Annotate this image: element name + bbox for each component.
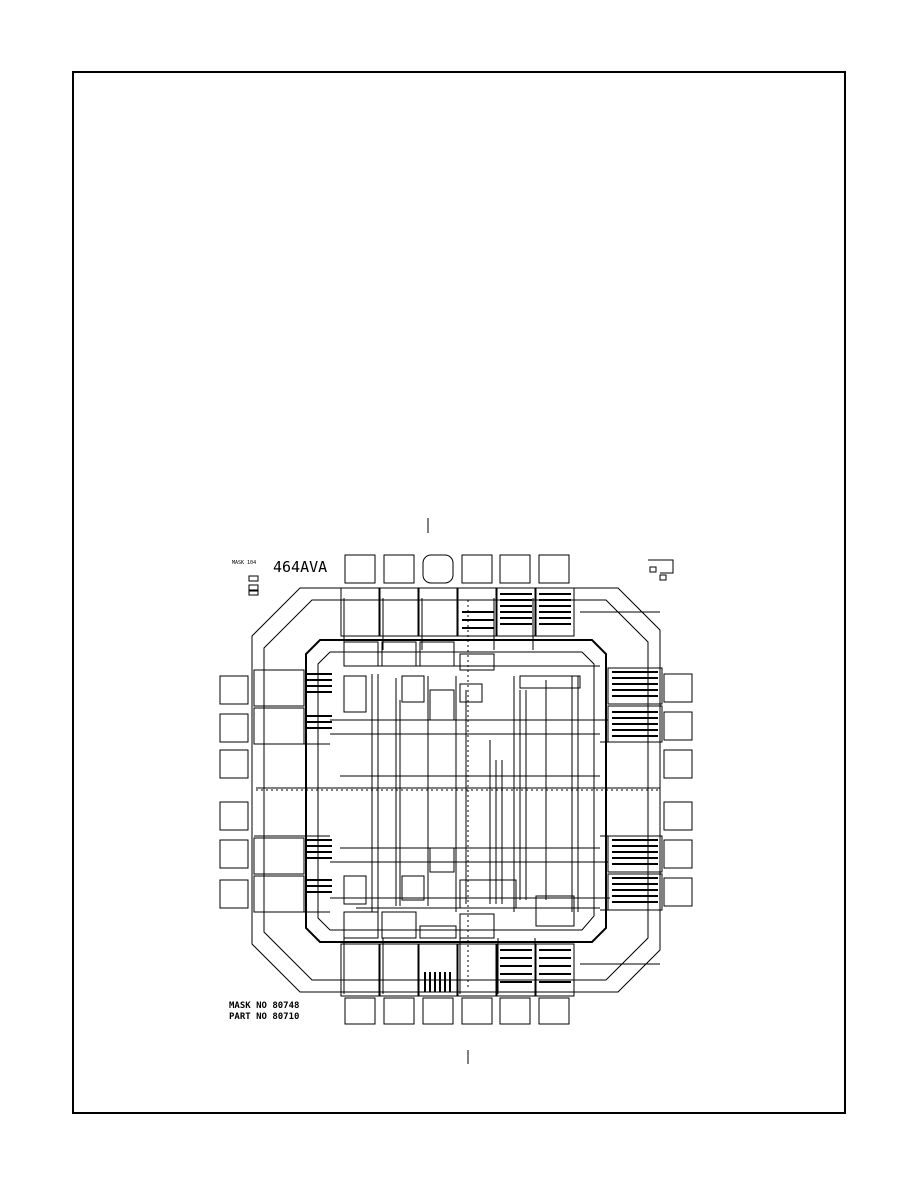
io-cells-right bbox=[607, 667, 663, 911]
vertical-bus-lines bbox=[343, 598, 579, 994]
bond-pads-right bbox=[663, 673, 693, 907]
mask-number-label: MASK NO 80748 bbox=[229, 1001, 299, 1011]
logo-glyph-small bbox=[248, 575, 259, 596]
corner-logo-mark bbox=[648, 559, 674, 581]
core-boundary bbox=[305, 639, 607, 943]
center-alignment-lines bbox=[256, 600, 660, 990]
bond-pads-left bbox=[219, 675, 249, 909]
outer-guard-ring-inner bbox=[263, 599, 649, 981]
outer-guard-ring bbox=[251, 587, 661, 993]
bond-pads-top bbox=[344, 554, 570, 584]
horizontal-bus-lines bbox=[254, 611, 662, 965]
part-number-label: PART NO 80710 bbox=[229, 1012, 299, 1022]
bond-pads-bottom bbox=[344, 997, 570, 1025]
io-cells-bottom bbox=[340, 943, 575, 997]
io-cells-left bbox=[253, 669, 332, 913]
page-border-frame bbox=[72, 71, 846, 1114]
mask-small-label: MASK 104 bbox=[232, 560, 256, 566]
io-cells-top bbox=[340, 587, 575, 637]
die-marking-label: 464AVA bbox=[273, 558, 327, 576]
core-boundary-inner bbox=[317, 651, 595, 931]
